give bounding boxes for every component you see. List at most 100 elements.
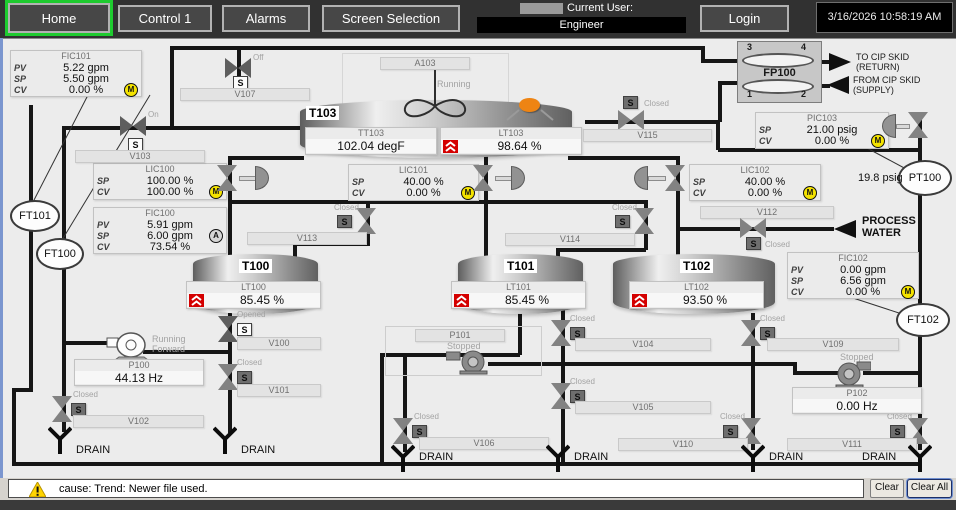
lt103-readout[interactable]: LT103 98.64 %: [440, 127, 582, 155]
valve-v106-state: Closed: [414, 412, 439, 421]
manual-mode-icon[interactable]: M: [901, 285, 915, 299]
valve-v111-solenoid[interactable]: S: [890, 425, 905, 438]
valve-v100-label: V100: [237, 337, 321, 350]
sp-label: SP: [352, 176, 365, 187]
auto-mode-icon[interactable]: A: [209, 229, 223, 243]
valve-v103-icon[interactable]: [120, 116, 146, 136]
fic101-title: FIC101: [61, 51, 91, 61]
manual-mode-icon[interactable]: M: [803, 186, 817, 200]
valve-v113-label: V113: [247, 232, 367, 245]
pump-p102-label: P102: [846, 388, 868, 398]
lic102-control-valve-icon[interactable]: [665, 165, 685, 191]
valve-v100-solenoid[interactable]: S: [237, 323, 252, 336]
high-alarm-icon: [454, 293, 469, 307]
fic101-pv: 5.22 gpm: [63, 61, 109, 74]
pv-label: PV: [791, 264, 804, 275]
alarm-clear-all-button[interactable]: Clear All: [907, 479, 952, 498]
lt103-title: LT103: [498, 128, 524, 138]
lt102-readout[interactable]: LT102 93.50 %: [629, 281, 764, 309]
pump-p100-readout[interactable]: P100 44.13 Hz: [74, 359, 204, 386]
lt100-readout[interactable]: LT100 85.45 %: [186, 281, 321, 309]
pump-p100-icon[interactable]: [106, 331, 150, 361]
pipe: [585, 120, 718, 124]
pipe: [918, 113, 922, 450]
valve-v104-icon[interactable]: [551, 320, 571, 346]
nav-button-alarms[interactable]: Alarms: [222, 5, 310, 32]
sp-label: SP: [14, 73, 27, 84]
manual-mode-icon[interactable]: M: [871, 134, 885, 148]
pipe: [12, 388, 16, 466]
lt101-value: 85.45 %: [504, 293, 550, 307]
lic101-title: LIC101: [398, 165, 429, 175]
valve-v113-icon[interactable]: [356, 208, 376, 234]
pt100-instrument[interactable]: PT100: [898, 160, 952, 196]
pump-p102-icon[interactable]: [831, 359, 871, 389]
valve-v103-label: V103: [75, 150, 205, 163]
lt102-value: 93.50 %: [682, 293, 728, 307]
fic102-sp: 6.56 gpm: [840, 274, 886, 287]
login-button[interactable]: Login: [700, 5, 789, 32]
pump-p101-icon[interactable]: [446, 349, 490, 375]
pipe: [561, 298, 565, 464]
ft101-instrument[interactable]: FT101: [10, 200, 60, 232]
pipe: [228, 156, 232, 256]
valve-v100-icon[interactable]: [218, 316, 238, 342]
valve-v105-icon[interactable]: [551, 383, 571, 409]
nav-button-control1[interactable]: Control 1: [118, 5, 212, 32]
valve-v110-state: Closed: [720, 412, 745, 421]
drain-icon: [48, 426, 72, 454]
agitator-a103-label[interactable]: A103: [380, 57, 470, 70]
manual-mode-icon[interactable]: M: [461, 186, 475, 200]
pt100-tag: PT100: [908, 172, 942, 184]
pipe: [228, 200, 648, 204]
nav-button-home[interactable]: Home: [8, 3, 110, 33]
pic103-control-valve-icon[interactable]: [908, 112, 928, 138]
tt103-readout[interactable]: TT103 102.04 degF: [305, 127, 437, 155]
drain-label: DRAIN: [76, 444, 111, 456]
manual-mode-icon[interactable]: M: [124, 83, 138, 97]
valve-v115-label: V115: [583, 129, 712, 142]
ft100-instrument[interactable]: FT100: [36, 238, 84, 270]
pump-p102-readout[interactable]: P102 0.00 Hz: [792, 387, 922, 414]
pipe: [751, 313, 755, 450]
valve-v115-icon[interactable]: [618, 110, 644, 130]
valve-v109-icon[interactable]: [741, 320, 761, 346]
valve-v101-icon[interactable]: [218, 364, 238, 390]
ft102-instrument[interactable]: FT102: [896, 303, 950, 337]
fic100-cv: 73.54 %: [149, 240, 191, 253]
drain-icon: [908, 444, 932, 472]
valve-v113-solenoid[interactable]: S: [337, 215, 352, 228]
alarm-clear-button[interactable]: Clear: [870, 479, 904, 498]
nav-button-screen-selection[interactable]: Screen Selection: [322, 5, 460, 32]
valve-v114-solenoid[interactable]: S: [615, 215, 630, 228]
lt101-readout[interactable]: LT101 85.45 %: [451, 281, 586, 309]
valve-v106-icon[interactable]: [393, 418, 413, 444]
process-water-label: PROCESS WATER: [862, 215, 916, 239]
lic100-control-valve-icon[interactable]: [217, 165, 237, 191]
cv-label: CV: [14, 84, 27, 95]
high-alarm-icon: [632, 293, 647, 307]
process-water-line1: PROCESS: [862, 215, 916, 227]
tt103-value: 102.04 degF: [306, 139, 436, 153]
valve-v112-icon[interactable]: [740, 218, 766, 238]
valve-v115-solenoid[interactable]: S: [623, 96, 638, 109]
valve-v102-icon[interactable]: [52, 396, 72, 422]
lic101-control-valve-icon[interactable]: [473, 165, 493, 191]
valve-v110-solenoid[interactable]: S: [723, 425, 738, 438]
valve-v101-solenoid[interactable]: S: [237, 371, 252, 384]
cv-label: CV: [97, 241, 110, 252]
valve-v112-solenoid[interactable]: S: [746, 237, 761, 250]
pipe: [676, 156, 680, 256]
process-water-arrow-icon: [834, 220, 856, 238]
valve-v107-icon[interactable]: [225, 58, 251, 78]
pump-p100-status-line2: Forward: [152, 344, 186, 354]
pipe: [716, 122, 720, 150]
valve-v114-icon[interactable]: [634, 208, 654, 234]
